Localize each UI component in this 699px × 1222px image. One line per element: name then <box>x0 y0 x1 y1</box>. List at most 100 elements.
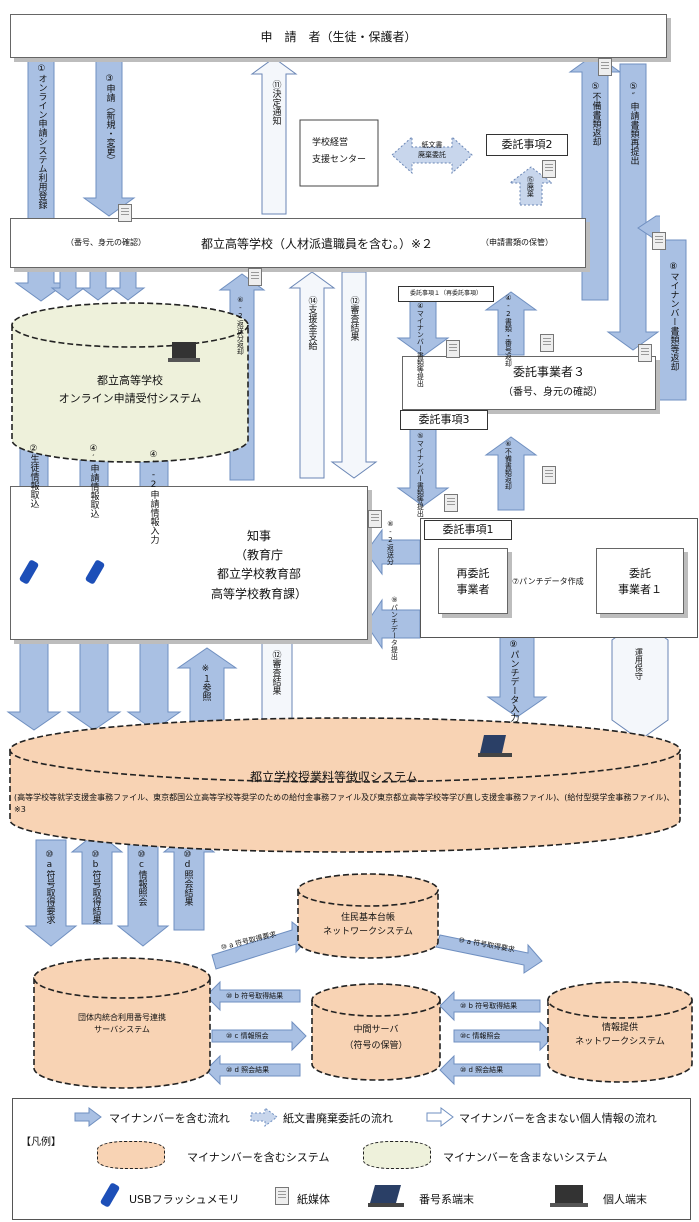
resubcontractor-box: 再委託 事業者 <box>438 548 508 614</box>
legend-numterm: 番号系端末 <box>419 1193 474 1206</box>
flow-s10d: ⑩d照会結果 <box>182 850 193 906</box>
arrow-f14 <box>288 271 336 479</box>
itaku2-label: 委託事項2 <box>501 138 553 151</box>
legend-paper: 紙媒体 <box>297 1193 330 1206</box>
paper-icon <box>446 340 460 358</box>
paper-icon <box>118 204 132 222</box>
flow-f4pp: ④′-2申請情報入力 <box>148 450 159 544</box>
flow-f2: ②生徒情報取込 <box>28 444 39 508</box>
legend-personal: 個人端末 <box>603 1193 647 1206</box>
arrow-f8_2 <box>365 528 421 576</box>
juki-cylinder <box>297 889 439 959</box>
legend-mynum-flow: マイナンバーを含む流れ <box>109 1112 230 1125</box>
joho-l1: 情報提供 <box>601 1023 638 1033</box>
arrow-school-online-3 <box>110 269 146 301</box>
support-center-l2: 支援センター <box>312 155 367 165</box>
flow-f4_2: ④-2書類・番号返却 <box>504 294 513 367</box>
flow-f9b: ⑨パンチデータ入力 <box>508 640 519 722</box>
contractor3-l1: 委託事業者３ <box>513 365 586 379</box>
contractor1-l1: 委託 <box>629 567 651 580</box>
flow-f4p: ④′申請情報取込 <box>88 444 99 518</box>
arrow-m-d <box>205 1054 301 1086</box>
legend-nomy-sys: マイナンバーを含まないシステム <box>443 1151 608 1164</box>
joho-l2: ネットワークシステム <box>575 1036 665 1047</box>
paper-icon <box>652 232 666 250</box>
flow-m-d: ⑩ d 照会結果 <box>226 1066 270 1074</box>
legend-nomy-flow: マイナンバーを含まない個人情報の流れ <box>459 1112 657 1125</box>
arrow-r-b <box>439 990 541 1022</box>
school-box: （番号、身元の確認） 都立高等学校（人材派遣職員を含む。）※２ （申請書類の保管… <box>10 218 586 268</box>
itaku3-box: 委託事項3 <box>400 410 488 430</box>
flow-f6_2: ⑥-2返送分返却 <box>236 296 245 355</box>
flow-m-b: ⑩ b 符号取得結果 <box>226 992 284 1000</box>
itaku3-label: 委託事項3 <box>418 413 470 426</box>
main-system-desc: (高等学校等就学支援金事務ファイル、東京都国公立高等学校等奨学のための給付金事務… <box>14 793 675 814</box>
dantai-cylinder <box>33 977 211 1089</box>
legend: 【凡例】 マイナンバーを含む流れ 紙文書廃棄委託の流れ マイナンバーを含まない個… <box>12 1098 691 1220</box>
flow-s10c: ⑩c情報照会 <box>136 850 147 906</box>
governor-l4: 高等学校教育課） <box>211 586 308 601</box>
governor-l2: （教育庁 <box>235 548 284 563</box>
arrow-f15 <box>508 166 554 206</box>
arrow-unyo <box>611 619 669 741</box>
paper-icon <box>540 334 554 352</box>
arrow-r-a <box>435 934 543 974</box>
flow-s10a: ⑩a符号取得要求 <box>44 850 55 924</box>
arrow-f9 <box>365 598 421 650</box>
itaku1-small-box: 委託事項１（再委託事項） <box>398 286 494 302</box>
main-system-title: 都立学校授業料等徴収システム <box>250 770 418 784</box>
flow-f1: ①オンライン申請システム利用登録 <box>36 64 47 209</box>
flow-f12a: ⑫審査結果 <box>348 296 359 341</box>
flow-f5: ⑤不備書類返却 <box>590 82 601 146</box>
governor-l1: 知事 <box>247 529 272 543</box>
contractor3-box: 委託事業者３ （番号、身元の確認） <box>402 356 656 410</box>
paper-icon <box>542 160 556 178</box>
flow-r-c: ⑩c 情報照会 <box>460 1032 501 1040</box>
flow-f4: ④マイナンバー書類等提出 <box>416 302 425 387</box>
flow-ref1: ※１参照 <box>200 664 211 701</box>
paper-icon <box>598 58 612 76</box>
online-l2: オンライン申請受付システム <box>58 391 202 405</box>
flow-f8_2: ⑧-2返送分 <box>386 520 395 565</box>
arrow-s10a <box>24 839 78 947</box>
itaku1-small-label: 委託事項１（再委託事項） <box>409 290 482 297</box>
flow-f11: ⑪決定通知 <box>270 80 281 125</box>
itaku1-box: 委託事項1 <box>424 520 512 540</box>
flow-r-b: ⑩ b 符号取得結果 <box>460 1002 518 1010</box>
flow-f9: ⑨パンチデータ提出 <box>390 596 399 660</box>
number-terminal-icon <box>478 735 512 757</box>
legend-paper-flow: 紙文書廃棄委託の流れ <box>283 1112 393 1125</box>
contractor1-l2: 事業者１ <box>618 583 662 596</box>
contractor3-l2: （番号、身元の確認） <box>503 387 603 398</box>
flow-f5b: ⑤″申請書類再提出 <box>628 82 639 165</box>
legend-usb: USBフラッシュメモリ <box>129 1193 240 1206</box>
dantai-l1: 団体内統合利用番号連携 <box>78 1013 166 1022</box>
flow-m-c: ⑩ c 情報照会 <box>226 1032 269 1040</box>
online-l1: 都立高等学校 <box>97 374 163 387</box>
school-right-note: （申請書類の保管） <box>481 238 553 247</box>
flow-f3: ③申請（新規・変更） <box>104 74 115 165</box>
arrow-m-c <box>211 1020 307 1052</box>
juki-l2: ネットワークシステム <box>323 926 413 937</box>
arrow-m-b <box>205 980 301 1012</box>
school-left-note: （番号、身元の確認） <box>66 238 146 247</box>
chukan-cylinder <box>311 999 441 1081</box>
arrow-f11 <box>250 57 298 215</box>
flow-s10b: ⑩b符号取得結果 <box>90 850 101 924</box>
arrow-school-online-2 <box>80 269 116 301</box>
flow-f15: ⑮廃棄 <box>526 176 535 197</box>
school-label: 都立高等学校（人材派遣職員を含む。）※２ <box>201 237 434 251</box>
legend-title: 【凡例】 <box>21 1137 61 1148</box>
paper-icon <box>444 494 458 512</box>
paper-icon <box>542 466 556 484</box>
arrow-r-c <box>453 1020 555 1052</box>
arrow-ref1 <box>176 647 238 731</box>
applicant-label: 申 請 者（生徒・保護者） <box>260 29 417 44</box>
arrow-s10c <box>116 839 170 947</box>
paper-icon <box>368 510 382 528</box>
flow-f14: ⑭支援金支給 <box>306 296 317 350</box>
personal-terminal-icon <box>550 1185 588 1207</box>
itaku2-box: 委託事項2 <box>486 134 568 156</box>
arrow-disposal <box>391 135 473 175</box>
arrow-f4_2 <box>484 291 538 356</box>
